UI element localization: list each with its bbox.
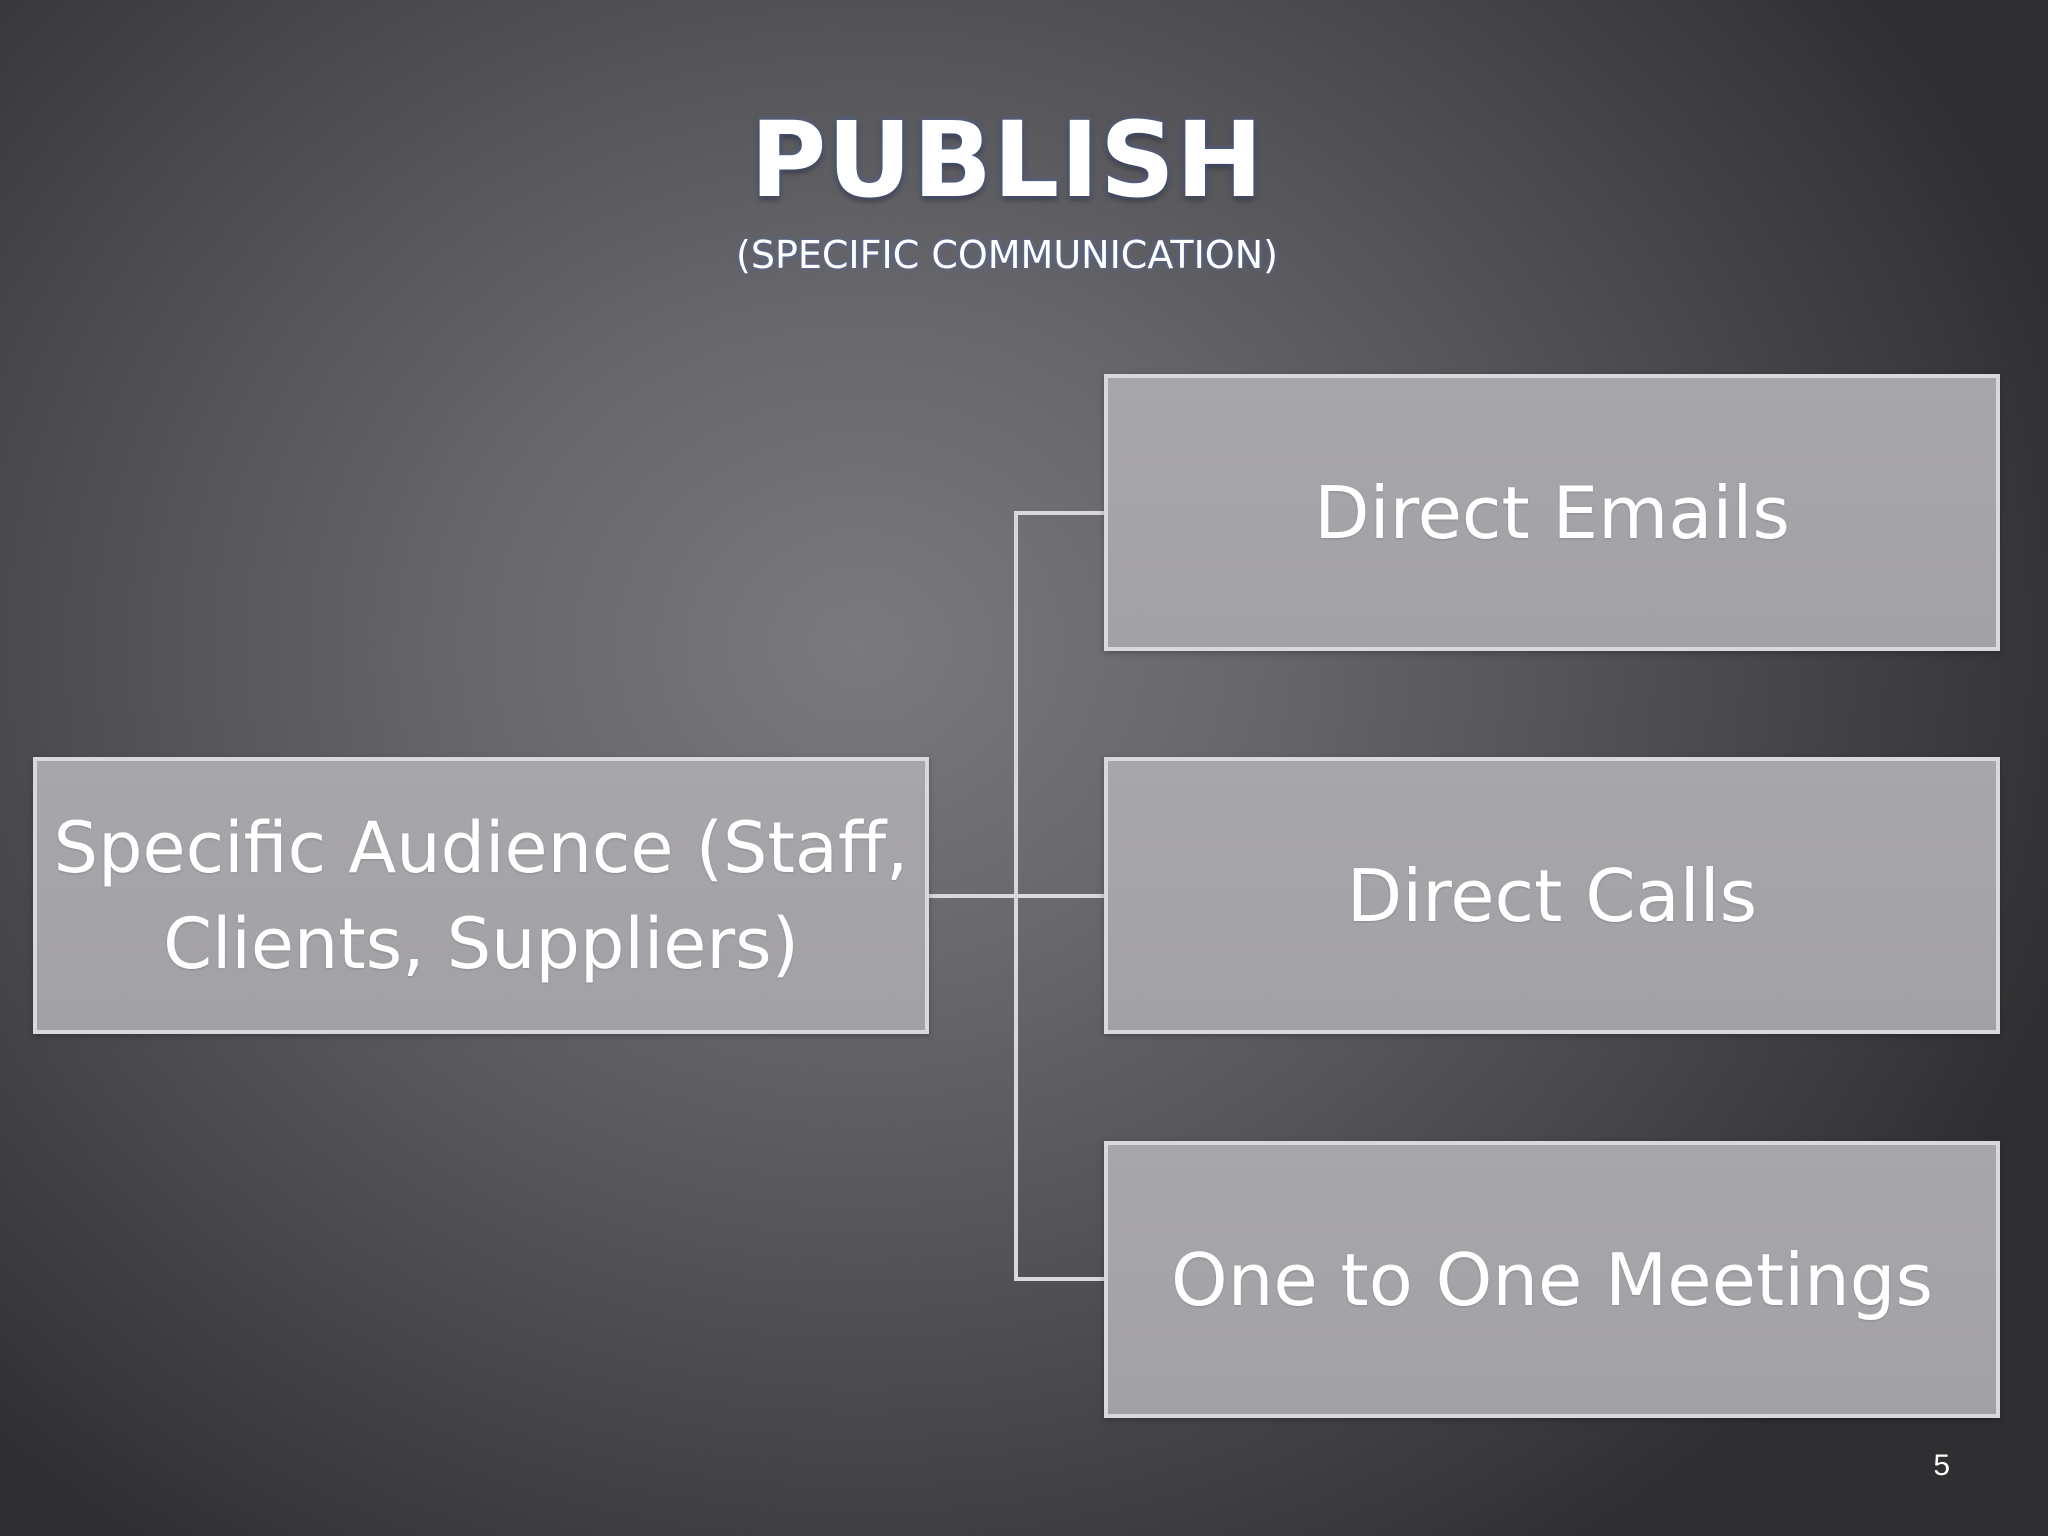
slide-subtitle: (SPECIFIC COMMUNICATION) bbox=[736, 233, 1278, 277]
slide-title: PUBLISH bbox=[750, 99, 1264, 221]
diagram-node-label: Direct Calls bbox=[1346, 853, 1758, 938]
diagram-node-label: Direct Emails bbox=[1314, 470, 1790, 555]
diagram-node-direct-calls: Direct Calls bbox=[1104, 757, 2000, 1034]
diagram-node-label: One to One Meetings bbox=[1171, 1237, 1933, 1322]
diagram-node-label: Specific Audience (Staff, Clients, Suppl… bbox=[53, 806, 909, 985]
slide-page-number: 5 bbox=[1933, 1449, 1950, 1482]
diagram-node-direct-emails: Direct Emails bbox=[1104, 374, 2000, 651]
diagram-node-specific-audience: Specific Audience (Staff, Clients, Suppl… bbox=[33, 757, 929, 1034]
diagram-node-one-to-one-meetings: One to One Meetings bbox=[1104, 1141, 2000, 1418]
